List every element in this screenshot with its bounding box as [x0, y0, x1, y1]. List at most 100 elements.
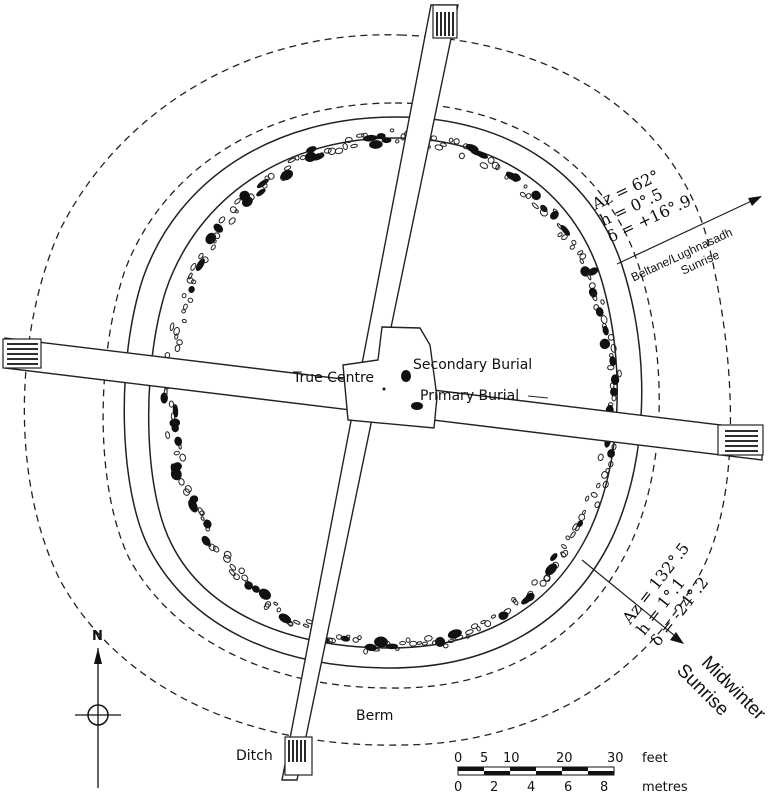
rubble-stone	[386, 643, 398, 650]
rubble-stone	[258, 588, 271, 600]
rubble-stone	[344, 136, 353, 144]
rubble-stone	[448, 137, 454, 143]
primary-burial-leader	[527, 395, 549, 399]
rubble-stone	[602, 325, 609, 336]
rubble-stone	[198, 252, 204, 260]
rubble-stone	[523, 184, 528, 189]
north-label: N	[92, 629, 103, 644]
rubble-stone	[521, 595, 532, 605]
rubble-stone	[584, 495, 590, 502]
rubble-stone	[264, 175, 270, 182]
central-excavation	[342, 326, 438, 429]
rubble-stone	[579, 258, 585, 264]
feet-tick: 5	[480, 751, 488, 766]
rubble-stone	[233, 573, 240, 581]
ring-outer-edge	[123, 116, 643, 669]
rubble-stone	[591, 292, 598, 302]
rubble-stone	[350, 143, 358, 149]
rubble-stone	[213, 232, 221, 240]
rubble-stone	[283, 165, 292, 171]
rubble-stone	[181, 318, 187, 324]
rubble-stone	[550, 211, 559, 220]
rubble-stone	[596, 482, 601, 489]
rubble-stone	[531, 579, 538, 586]
rubble-stone	[256, 188, 266, 197]
north-arrow-circle-icon	[87, 704, 109, 726]
rubble-stone	[218, 216, 226, 224]
rubble-stone	[560, 225, 571, 236]
primary-burial-label: Primary Burial	[420, 388, 519, 404]
rubble-stone	[173, 450, 180, 456]
metre-tick: 4	[527, 780, 535, 795]
rubble-stone	[182, 303, 188, 310]
outer-ditch-boundary	[23, 34, 732, 746]
rubble-stone	[374, 636, 388, 648]
rubble-stone	[174, 344, 181, 353]
metre-ticks: 0 2 4 6 8	[454, 780, 608, 795]
rubble-stone	[479, 162, 489, 169]
rubble-stone	[190, 262, 197, 271]
rubble-stone	[600, 315, 608, 324]
true-centre-point	[382, 387, 386, 391]
rubble-stone	[458, 152, 465, 160]
rubble-stone	[229, 563, 237, 571]
rubble-stone	[363, 134, 378, 142]
rubble-stone	[357, 635, 362, 640]
rubble-stone	[495, 164, 501, 171]
rubble-stone	[431, 640, 439, 646]
secondary-burial-label: Secondary Burial	[413, 357, 532, 373]
rubble-stone	[176, 339, 183, 346]
cutting-end-north	[432, 4, 458, 39]
rubble-stone	[498, 611, 507, 620]
rubble-stone	[213, 223, 224, 233]
midwinter-alignment: Az = 132°.5 h = 1°.1 δ = -24°.2 Midwinte…	[581, 539, 770, 725]
feet-tick: 20	[556, 751, 573, 766]
rubble-stone	[364, 643, 377, 652]
rubble-stone	[443, 643, 449, 649]
rubble-stone	[560, 551, 567, 558]
feet-tick: 10	[503, 751, 520, 766]
rubble-stone	[575, 525, 580, 532]
rubble-stone	[267, 172, 275, 180]
rubble-stone	[480, 619, 487, 625]
rubble-stone	[184, 485, 192, 493]
rubble-stone	[210, 244, 216, 251]
rubble-stone	[617, 369, 622, 378]
rubble-stone	[203, 519, 212, 529]
rubble-stone	[293, 619, 301, 625]
rubble-stone	[238, 567, 245, 575]
rubble-stone	[178, 478, 185, 486]
rubble-stone	[557, 232, 563, 238]
rubble-stone	[545, 563, 558, 576]
inner-berm-boundary	[102, 102, 660, 689]
cutting-end-east	[717, 424, 764, 456]
rubble-stone	[610, 374, 620, 385]
rubble-stone	[607, 364, 615, 371]
rubble-stone	[590, 492, 598, 498]
beltane-alignment-line	[616, 197, 759, 265]
rubble-stone	[424, 635, 433, 642]
rubble-stone	[336, 634, 343, 640]
rubble-stone	[487, 156, 495, 164]
rubble-stone	[369, 140, 383, 149]
rubble-stone	[228, 569, 236, 577]
rubble-stone	[228, 217, 236, 225]
cutting-end-west	[2, 338, 42, 369]
rubble-stone	[440, 142, 447, 147]
feet-unit: feet	[642, 751, 668, 766]
rubble-stone	[561, 234, 568, 241]
metre-tick: 6	[564, 780, 572, 795]
scale-bar: 0 5 10 20 30 feet 0 2 4 6 8 metres	[454, 751, 688, 795]
rubble-stone	[264, 601, 272, 608]
rubble-stone	[579, 253, 587, 260]
feet-tick: 0	[454, 751, 462, 766]
rubble-stone	[476, 151, 489, 159]
rubble-stone	[355, 133, 365, 138]
rubble-stone	[601, 471, 609, 479]
feet-ticks: 0 5 10 20 30	[454, 751, 624, 766]
rubble-stone	[600, 299, 605, 305]
rubble-stone	[421, 641, 428, 646]
rubble-stone	[405, 637, 411, 643]
rubble-stone	[531, 190, 541, 201]
rubble-stone	[273, 601, 279, 606]
